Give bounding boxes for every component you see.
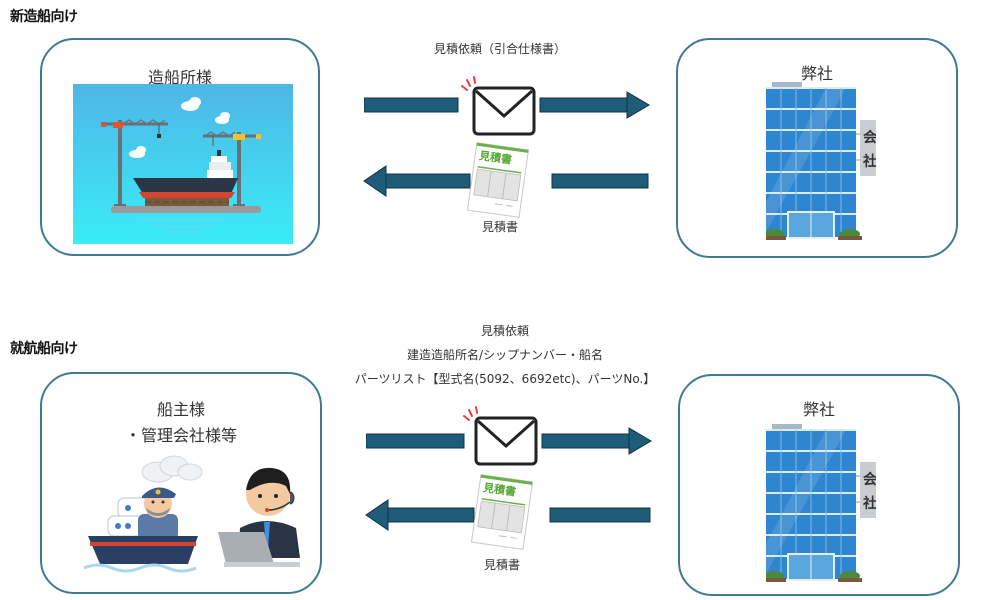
- mail-icon: [463, 406, 538, 466]
- sign-char: 社: [862, 153, 876, 170]
- sign-char: 会: [863, 129, 876, 146]
- box-label: 弊社: [800, 64, 833, 83]
- notification-marks: [461, 76, 476, 91]
- doc-title: 見積書: [477, 148, 513, 167]
- sign-char: 社: [862, 495, 876, 512]
- shipyard-illustration: [73, 84, 293, 244]
- box-label: 船主様: [156, 400, 205, 419]
- request-label-line: パーツリスト【型式名(5092、6692etc)、パーツNo.】: [354, 372, 656, 386]
- shipowner-box: 船主様 ・管理会社様等: [40, 372, 322, 594]
- box-label: 弊社: [802, 400, 835, 419]
- dock: [111, 206, 261, 213]
- office-building-illustration: 会 社: [766, 82, 876, 240]
- cloud-icon: [129, 97, 230, 158]
- water-ripples: [143, 219, 223, 233]
- sign-char: 会: [863, 471, 876, 488]
- doc-title: 見積書: [481, 480, 517, 499]
- mail-icon: [461, 76, 536, 136]
- reply-label: 見積書: [483, 558, 520, 572]
- request-label-line: 見積依頼: [480, 324, 529, 338]
- company-sign: [860, 120, 876, 176]
- company-box: 弊社: [678, 374, 960, 596]
- section-title: 新造船向け: [10, 9, 78, 25]
- sky-background: [73, 84, 293, 244]
- section-title: 就航船向け: [10, 341, 78, 357]
- request-arrow: [364, 91, 650, 119]
- ship-captain-illustration: [83, 455, 203, 573]
- notification-marks: [463, 406, 478, 421]
- estimate-document-icon: 見積書: [470, 474, 534, 550]
- reply-label: 見積書: [481, 220, 518, 234]
- request-arrow: [366, 427, 652, 455]
- box-label: ・管理会社様等: [124, 426, 237, 445]
- ship-icon: [133, 150, 238, 206]
- captain-icon: [138, 487, 178, 540]
- reply-arrow: [363, 165, 649, 197]
- request-label-line: 建造造船所名/シップナンバー・船名: [406, 348, 604, 362]
- estimate-document-icon: 見積書: [466, 142, 530, 218]
- reply-arrow: [365, 499, 651, 531]
- office-building-illustration: 会 社: [766, 424, 876, 582]
- shipyard-box: 造船所様: [40, 38, 320, 256]
- request-label: 見積依頼（引合仕様書）: [433, 42, 566, 56]
- smoke-cloud: [141, 455, 203, 483]
- operator-illustration: [218, 467, 300, 567]
- box-label: 造船所様: [147, 68, 212, 87]
- company-box: 弊社: [676, 38, 958, 258]
- company-sign: [860, 462, 876, 518]
